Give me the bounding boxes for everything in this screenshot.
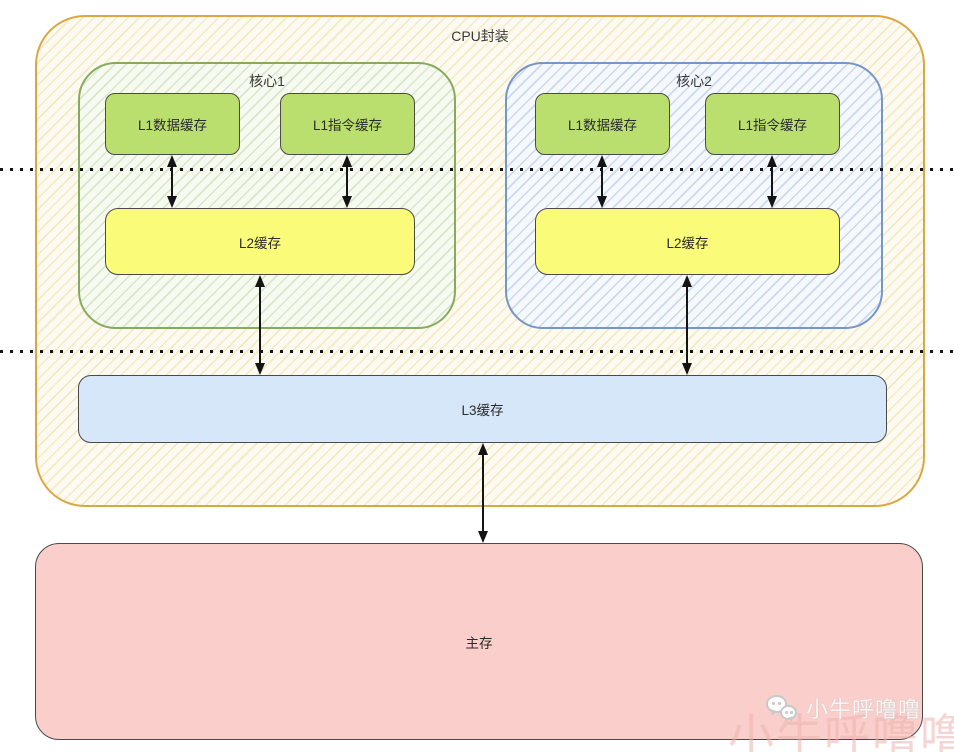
arrow-core2-l1data-l2 <box>596 155 608 208</box>
core2-l2-cache-box: L2缓存 <box>535 208 840 275</box>
arrow-core1-l1data-l2 <box>166 155 178 208</box>
core1-l1-data-cache-box: L1数据缓存 <box>105 93 240 155</box>
core2-label: 核心2 <box>676 73 712 89</box>
watermark: 小牛呼噜噜 <box>766 692 921 724</box>
ghost-watermark-text: 小牛呼噜噜 <box>728 710 954 752</box>
watermark-text: 小牛呼噜噜 <box>806 697 922 722</box>
arrow-core1-l1instr-l2 <box>341 155 353 208</box>
wechat-icon <box>766 695 799 721</box>
dotted-separator-bottom <box>0 350 954 353</box>
core2-l1-instruction-cache-box: L1指令缓存 <box>705 93 840 155</box>
core1-l2-cache-box: L2缓存 <box>105 208 415 275</box>
l3-cache-box: L3缓存 <box>78 375 887 443</box>
core1-label: 核心1 <box>249 73 285 89</box>
arrow-core1-l2-l3 <box>254 275 266 375</box>
arrow-core2-l2-l3 <box>681 275 693 375</box>
arrow-core2-l1instr-l2 <box>766 155 778 208</box>
dotted-separator-top <box>0 168 954 171</box>
cpu-package-label: CPU封装 <box>451 28 509 44</box>
core1-l1-instruction-cache-box: L1指令缓存 <box>280 93 415 155</box>
arrow-l3-main-memory <box>477 443 489 543</box>
core2-l1-data-cache-box: L1数据缓存 <box>535 93 670 155</box>
